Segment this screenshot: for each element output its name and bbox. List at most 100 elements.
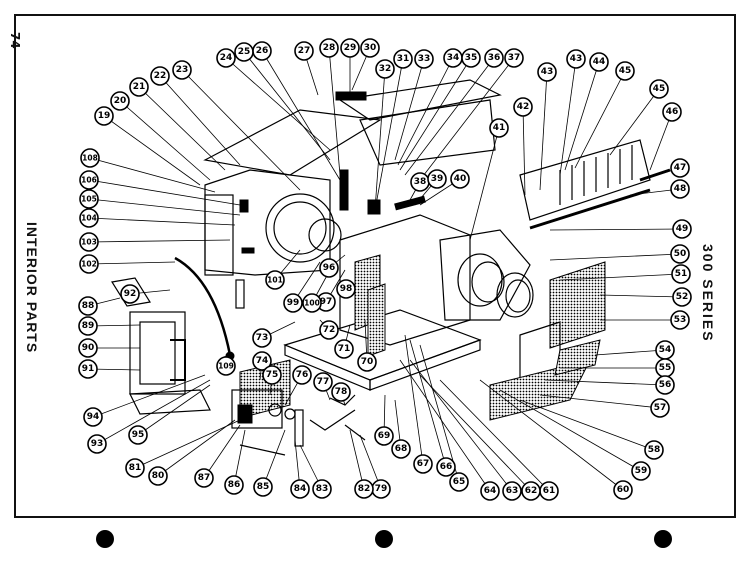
callout-label: 86 <box>228 480 241 490</box>
front-grille <box>489 261 606 421</box>
callout-59: 59 <box>631 461 651 481</box>
callout-circle <box>252 328 272 348</box>
callout-circle <box>589 52 609 72</box>
callout-35: 35 <box>461 48 481 68</box>
callout-circle <box>334 339 354 359</box>
callout-label: 63 <box>506 486 519 496</box>
callout-44: 44 <box>589 52 609 72</box>
callout-93: 93 <box>87 434 107 454</box>
callout-label: 83 <box>316 484 329 494</box>
cabinet-frame <box>111 256 235 415</box>
leader-line-58 <box>519 399 655 451</box>
motor-rod <box>339 169 426 215</box>
callout-label: 58 <box>648 445 661 455</box>
callout-80: 80 <box>148 466 168 486</box>
callout-circle <box>670 179 690 199</box>
callout-label: 103 <box>81 238 97 247</box>
callout-47: 47 <box>670 158 690 178</box>
callout-57: 57 <box>650 398 670 418</box>
leader-line-105 <box>88 198 241 216</box>
callout-22: 22 <box>150 66 170 86</box>
left-bracket <box>204 194 255 309</box>
callout-42: 42 <box>513 97 533 117</box>
callout-label: 74 <box>256 356 269 366</box>
callout-circle <box>360 38 380 58</box>
callout-99: 99 <box>283 293 303 313</box>
callout-circle <box>194 468 214 488</box>
fan-shroud <box>204 169 342 276</box>
callout-109: 109 <box>216 356 236 376</box>
callout-label: 96 <box>323 263 336 273</box>
callout-label: 56 <box>659 380 672 390</box>
callout-circle <box>340 38 360 58</box>
callout-label: 70 <box>361 357 374 367</box>
callout-76: 76 <box>292 365 312 385</box>
callout-circle <box>655 375 675 395</box>
callout-circle <box>537 62 557 82</box>
callout-circle <box>224 475 244 495</box>
callout-56: 56 <box>655 375 675 395</box>
callout-label: 68 <box>395 444 408 454</box>
callout-circle <box>670 310 690 330</box>
callout-label: 20 <box>114 96 127 106</box>
callout-label: 73 <box>256 333 269 343</box>
callout-circle <box>294 41 314 61</box>
leader-line-60 <box>479 379 624 491</box>
callout-circle <box>644 440 664 460</box>
callout-37: 37 <box>504 48 524 68</box>
callout-36: 36 <box>484 48 504 68</box>
callout-label: 31 <box>397 54 410 64</box>
callout-circle <box>375 59 395 79</box>
leader-line-45 <box>574 70 626 169</box>
callout-circle <box>128 425 148 445</box>
callout-69: 69 <box>374 426 394 446</box>
callout-circle <box>670 158 690 178</box>
callout-label: 89 <box>82 321 95 331</box>
callout-92: 92 <box>120 284 140 304</box>
leader-line-87 <box>203 424 241 479</box>
callout-19: 19 <box>94 106 114 126</box>
binder-hole-center <box>375 530 393 548</box>
leader-line-62 <box>419 374 532 492</box>
callout-circle <box>79 170 99 190</box>
callout-circle <box>262 365 282 385</box>
callout-circle <box>78 316 98 336</box>
callout-29: 29 <box>340 38 360 58</box>
callout-circle <box>319 320 339 340</box>
callout-23: 23 <box>172 60 192 80</box>
callout-label: 38 <box>414 177 427 187</box>
callout-24: 24 <box>216 48 236 68</box>
callout-label: 93 <box>91 439 104 449</box>
callout-circle <box>79 254 99 274</box>
callout-circle <box>120 284 140 304</box>
leader-line-42 <box>522 106 526 196</box>
callout-circle <box>150 66 170 86</box>
callout-27: 27 <box>294 41 314 61</box>
callout-circle <box>672 219 692 239</box>
callout-label: 109 <box>218 362 234 371</box>
callout-68: 68 <box>391 439 411 459</box>
leader-line-56 <box>544 379 666 386</box>
callout-21: 21 <box>129 77 149 97</box>
callout-label: 30 <box>364 43 377 53</box>
callout-circle <box>253 477 273 497</box>
callout-label: 81 <box>129 463 142 473</box>
callout-label: 29 <box>344 43 357 53</box>
callout-label: 65 <box>453 477 466 487</box>
callout-108: 108 <box>80 148 100 168</box>
leader-line-59 <box>499 389 642 472</box>
callout-label: 34 <box>447 53 460 63</box>
callout-73: 73 <box>252 328 272 348</box>
callout-circle <box>391 439 411 459</box>
callout-circle <box>80 148 100 168</box>
callout-30: 30 <box>360 38 380 58</box>
callout-label: 90 <box>82 343 95 353</box>
callout-43: 43 <box>537 62 557 82</box>
callout-label: 47 <box>674 163 687 173</box>
callout-85: 85 <box>253 477 273 497</box>
callout-32: 32 <box>375 59 395 79</box>
leader-line-106 <box>88 179 241 206</box>
callout-circle <box>427 169 447 189</box>
callout-98: 98 <box>336 279 356 299</box>
